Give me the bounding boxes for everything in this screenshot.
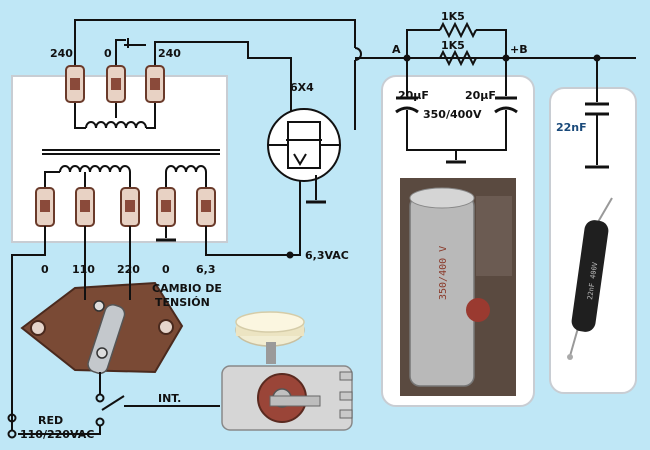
mains-label-2: 110/220VAC	[20, 428, 94, 441]
tap-240-left-label: 240	[50, 47, 73, 60]
selector-label-1: CAMBIO DE	[152, 282, 222, 295]
switch-knob-photo	[221, 311, 353, 431]
prim-110-label: 110	[72, 263, 95, 276]
transformer-icon	[42, 100, 220, 190]
mains-label-1: RED	[38, 414, 63, 427]
tap-240-right-label: 240	[158, 47, 181, 60]
terminal-connector	[145, 65, 165, 103]
terminal-connector	[65, 65, 85, 103]
cap-22nf-label: 22nF	[556, 121, 587, 134]
capacitor-icon	[395, 96, 419, 114]
power-switch-icon	[95, 395, 220, 427]
r1-label: 1K5	[441, 10, 465, 23]
voltage-selector-icon	[20, 281, 184, 375]
electrolytic-capacitor-photo: 350/400 V	[400, 178, 516, 396]
film-capacitor-photo: 22nF 400V	[567, 197, 613, 360]
cap-rating-label: 350/400V	[423, 108, 482, 121]
tube-label: 6X4	[290, 81, 314, 94]
resistor-icon	[439, 21, 477, 39]
terminal-connector	[75, 187, 95, 227]
prim-220-label: 220	[117, 263, 140, 276]
terminal-connector	[120, 187, 140, 227]
node-a-label: A	[392, 43, 401, 56]
terminal-connector	[35, 187, 55, 227]
fil-voltage-label: 6,3VAC	[305, 249, 349, 262]
terminal-connector	[156, 187, 176, 227]
r2-label: 1K5	[441, 39, 465, 52]
selector-label-2: TENSIÓN	[155, 296, 210, 309]
node-b-label: +B	[510, 43, 528, 56]
fil-0-label: 0	[162, 263, 170, 276]
cap1-label: 20μF	[398, 89, 429, 102]
switch-label: INT.	[158, 392, 181, 405]
resistor-icon	[439, 49, 477, 67]
prim-0-label: 0	[41, 263, 49, 276]
svg-text:350/400 V: 350/400 V	[438, 246, 449, 300]
fil-63-label: 6,3	[196, 263, 216, 276]
cap2-label: 20μF	[465, 89, 496, 102]
terminal-connector	[106, 65, 126, 103]
tap-0-label: 0	[104, 47, 112, 60]
capacitor-icon	[494, 96, 518, 114]
terminal-connector	[196, 187, 216, 227]
rectifier-tube-icon	[267, 108, 341, 204]
